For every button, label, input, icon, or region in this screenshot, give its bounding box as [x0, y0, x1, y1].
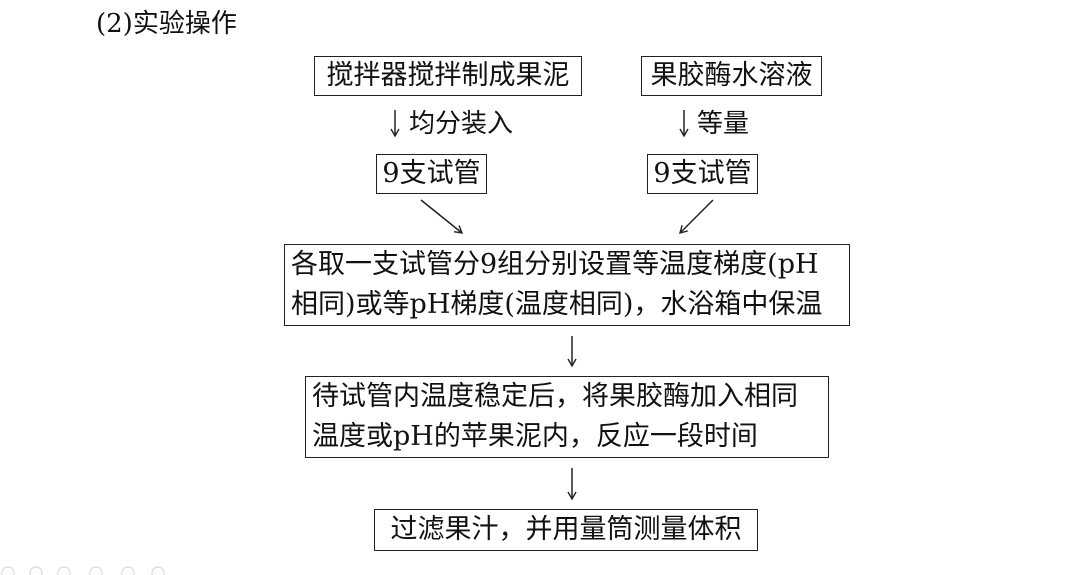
- arrow-label-left: 均分装入: [409, 109, 514, 139]
- step-setup-box: 各取一支试管分9组分别设置等温度梯度(pH 相同)或等pH梯度(温度相同)，水浴…: [284, 244, 850, 326]
- step-pectinase-box: 果胶酶水溶液: [641, 56, 822, 96]
- step-tubes-left-text: 9支试管: [382, 158, 481, 189]
- footer-toolbar-icons: [1, 566, 165, 575]
- arrow-label-right: 等量: [697, 109, 750, 139]
- step-tubes-left-box: 9支试管: [376, 154, 487, 194]
- step-fruit-pulp-box: 搅拌器搅拌制成果泥: [314, 56, 582, 96]
- step-tubes-right-text: 9支试管: [653, 158, 752, 189]
- footer-icon: [121, 566, 135, 575]
- step-reaction-box: 待试管内温度稳定后，将果胶酶加入相同 温度或pH的苹果泥内，反应一段时间: [305, 376, 829, 458]
- section-title: (2)实验操作: [96, 9, 237, 39]
- arrow-diag-right: [679, 199, 714, 234]
- step-setup-line2: 相同)或等pH梯度(温度相同)，水浴箱中保温: [291, 289, 823, 320]
- step-reaction-line1: 待试管内温度稳定后，将果胶酶加入相同: [312, 381, 798, 412]
- footer-icon: [57, 566, 71, 575]
- step-fruit-pulp-text: 搅拌器搅拌制成果泥: [326, 60, 570, 91]
- step-setup-line1: 各取一支试管分9组分别设置等温度梯度(pH: [291, 249, 819, 280]
- footer-icon: [1, 566, 15, 575]
- step-filter-box: 过滤果汁，并用量筒测量体积: [374, 509, 758, 551]
- footer-icon: [151, 566, 165, 575]
- step-tubes-right-box: 9支试管: [647, 154, 758, 194]
- footer-icon: [89, 566, 103, 575]
- arrow-diag-left: [420, 199, 464, 234]
- footer-icon: [29, 566, 43, 575]
- step-filter-text: 过滤果汁，并用量筒测量体积: [390, 514, 742, 545]
- step-pectinase-text: 果胶酶水溶液: [650, 60, 813, 91]
- step-reaction-line2: 温度或pH的苹果泥内，反应一段时间: [312, 421, 758, 452]
